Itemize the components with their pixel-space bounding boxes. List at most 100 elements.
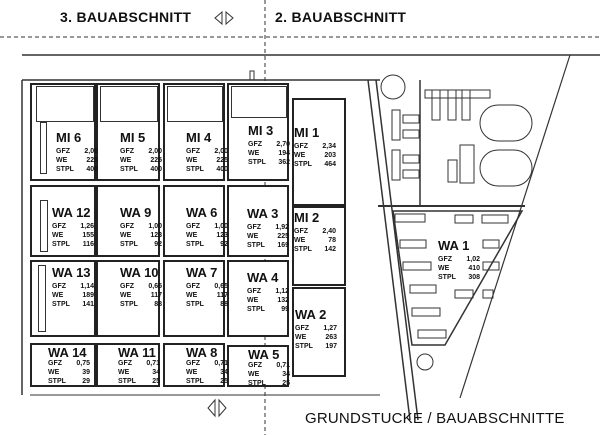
plot-label: WA 11 bbox=[118, 345, 156, 360]
stat-value: 92 bbox=[220, 241, 228, 248]
phase-3-heading: 3. BAUABSCHNITT bbox=[60, 9, 192, 25]
plot-wa-5[interactable] bbox=[227, 345, 289, 387]
north-arrow-icon bbox=[214, 10, 223, 26]
stat-key: GFZ bbox=[52, 283, 66, 290]
stat-value: 0,71 bbox=[146, 360, 160, 367]
plot-label: WA 10 bbox=[120, 265, 159, 280]
roundabout-icon bbox=[416, 353, 434, 371]
stat-key: STPL bbox=[186, 241, 204, 248]
stat-key: GFZ bbox=[52, 223, 66, 230]
plot-wa-4[interactable] bbox=[227, 260, 289, 337]
plot-mi-4[interactable] bbox=[163, 83, 225, 181]
stat-key: STPL bbox=[186, 166, 204, 173]
stat-row-gfz: GFZ 1,00 bbox=[120, 222, 162, 231]
stat-row-gfz: GFZ 0,71 bbox=[118, 359, 160, 368]
wa1-plot-outline bbox=[392, 210, 524, 346]
building-footprint bbox=[100, 86, 158, 122]
plot-wa-12[interactable] bbox=[30, 185, 96, 257]
plot-label: MI 1 bbox=[294, 125, 320, 140]
stat-key: WE bbox=[186, 292, 198, 299]
stat-value: 2,34 bbox=[322, 143, 336, 150]
stat-value: 117 bbox=[216, 292, 228, 299]
stat-key: GFZ bbox=[438, 256, 452, 263]
plot-mi-6[interactable] bbox=[30, 83, 96, 181]
stat-value: 400 bbox=[150, 166, 162, 173]
stat-key: WE bbox=[52, 292, 64, 299]
plot-wa-13[interactable] bbox=[30, 260, 96, 337]
plot-wa-2[interactable] bbox=[292, 287, 346, 377]
stat-key: WE bbox=[48, 369, 60, 376]
plot-wa-11[interactable] bbox=[96, 343, 160, 387]
plot-wa-14[interactable] bbox=[30, 343, 96, 387]
stat-key: WE bbox=[248, 371, 260, 378]
sports-field-icon bbox=[479, 149, 533, 187]
stat-key: STPL bbox=[294, 161, 312, 168]
north-arrow-icon bbox=[207, 398, 216, 418]
stat-key: STPL bbox=[438, 274, 456, 281]
plot-wa-10[interactable] bbox=[96, 260, 160, 337]
plot-label: WA 3 bbox=[247, 206, 279, 221]
stat-key: GFZ bbox=[120, 223, 134, 230]
plot-wa-6[interactable] bbox=[163, 185, 225, 257]
plot-wa-7[interactable] bbox=[163, 260, 225, 337]
stat-value: 1,00 bbox=[214, 223, 228, 230]
plot-label: WA 14 bbox=[48, 345, 87, 360]
stat-value: 1,02 bbox=[466, 256, 480, 263]
stat-key: STPL bbox=[248, 380, 266, 387]
plot-mi-5[interactable] bbox=[96, 83, 160, 181]
stat-value: 88 bbox=[220, 301, 228, 308]
plot-label: WA 6 bbox=[186, 205, 218, 220]
plot-wa-8[interactable] bbox=[163, 343, 225, 387]
stat-key: WE bbox=[248, 150, 260, 157]
stat-key: STPL bbox=[294, 246, 312, 253]
plot-label: MI 6 bbox=[56, 130, 82, 145]
stat-value: 88 bbox=[154, 301, 162, 308]
plot-label: WA 9 bbox=[120, 205, 152, 220]
stat-key: GFZ bbox=[118, 360, 132, 367]
plot-mi-3[interactable] bbox=[227, 83, 289, 181]
stat-value: 400 bbox=[86, 166, 98, 173]
stat-key: WE bbox=[247, 297, 259, 304]
stat-value: 1,00 bbox=[148, 223, 162, 230]
plot-mi-2[interactable] bbox=[292, 206, 346, 286]
stat-key: GFZ bbox=[248, 362, 262, 369]
plot-wa-9[interactable] bbox=[96, 185, 160, 257]
stat-key: STPL bbox=[56, 166, 74, 173]
stat-key: WE bbox=[120, 157, 132, 164]
stat-row-gfz: GFZ 1,02 bbox=[438, 255, 480, 264]
stat-value: 2,70 bbox=[276, 141, 290, 148]
stat-value: 0,65 bbox=[148, 283, 162, 290]
stat-row-gfz: GFZ 2,34 bbox=[294, 142, 336, 151]
stat-key: WE bbox=[294, 152, 306, 159]
stat-key: WE bbox=[295, 334, 307, 341]
stat-value: 99 bbox=[281, 306, 289, 313]
stat-value: 34 bbox=[152, 369, 160, 376]
stat-key: GFZ bbox=[294, 143, 308, 150]
plot-wa-3[interactable] bbox=[227, 185, 289, 257]
plot-mi-1[interactable] bbox=[292, 98, 346, 206]
